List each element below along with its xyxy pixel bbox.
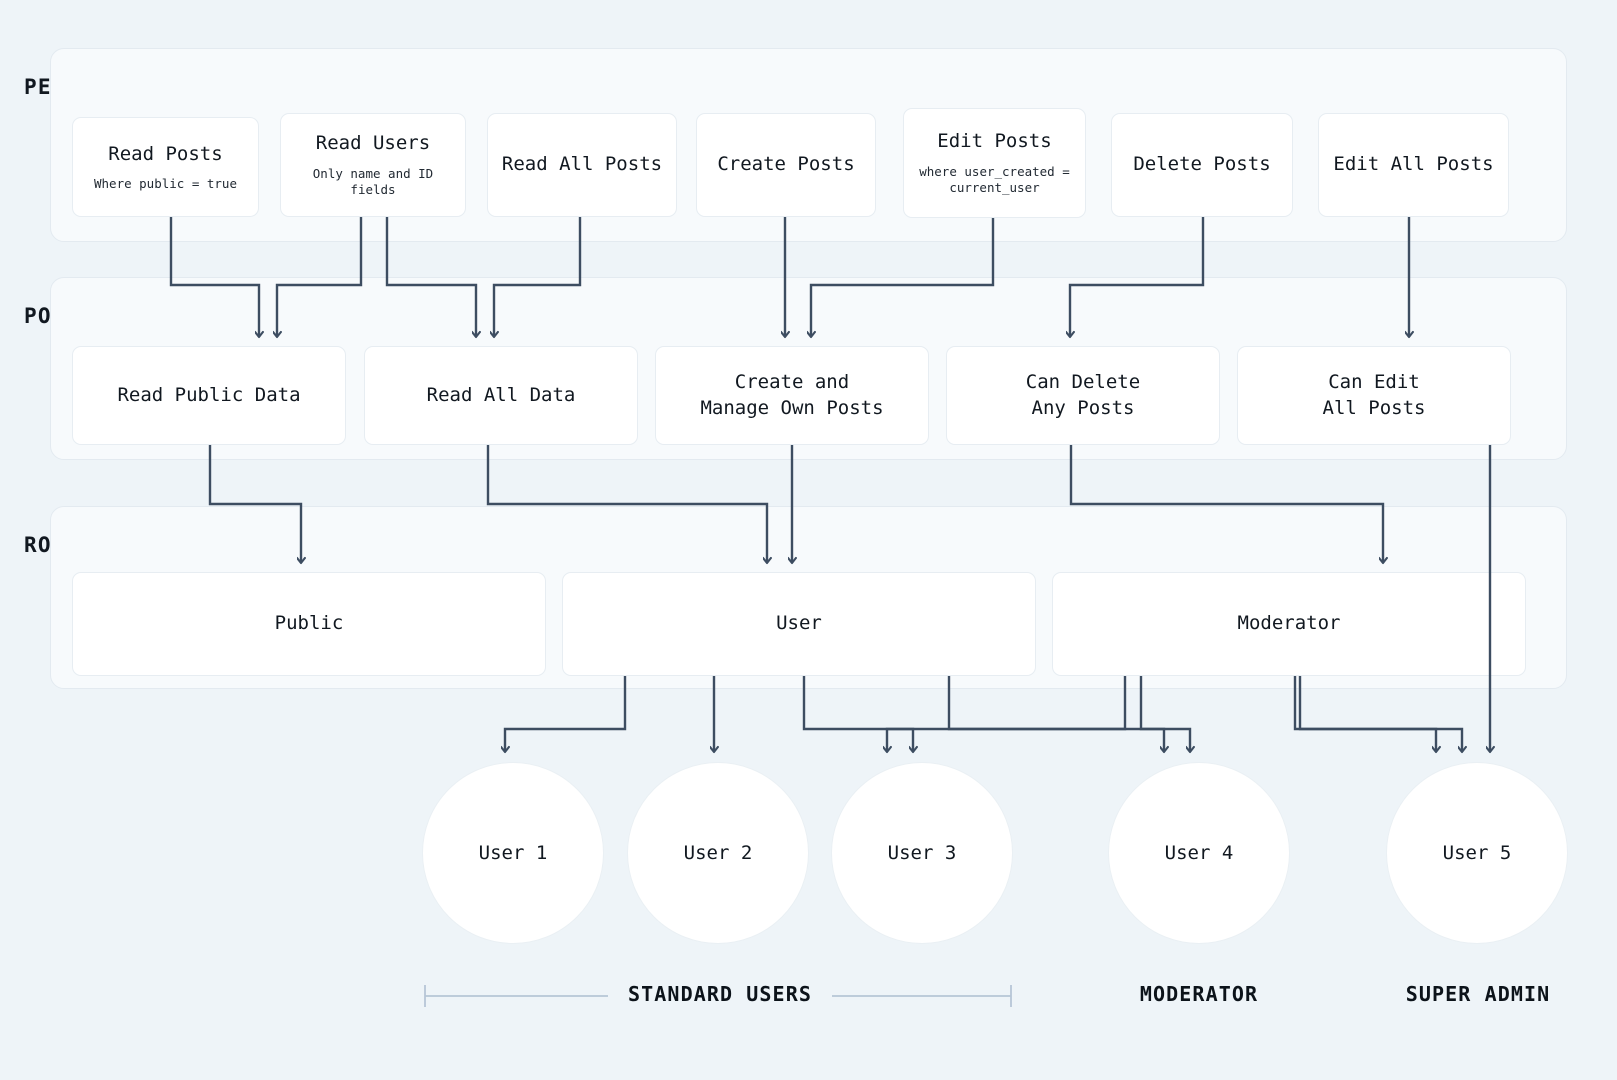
policy-node-can-edit-all-posts[interactable]: Can Edit All Posts <box>1237 346 1511 445</box>
permission-title: Read Posts <box>108 142 223 165</box>
role-node-user[interactable]: User <box>562 572 1036 676</box>
policy-title: Create and Manage Own Posts <box>700 370 884 419</box>
role-title: Public <box>274 612 344 635</box>
permission-node-read-all-posts[interactable]: Read All Posts <box>487 113 677 217</box>
permission-title: Delete Posts <box>1133 153 1271 176</box>
user-label: User 5 <box>1442 842 1512 864</box>
role-node-moderator[interactable]: Moderator <box>1052 572 1526 676</box>
user-label: User 3 <box>887 842 957 864</box>
user-circle-4[interactable]: User 4 <box>1108 762 1290 944</box>
user-circle-3[interactable]: User 3 <box>831 762 1013 944</box>
permission-title: Read All Posts <box>501 153 663 176</box>
user-label: User 1 <box>478 842 548 864</box>
group-label-super-admin: SUPER ADMIN <box>1405 982 1551 1006</box>
permission-title: Edit Posts <box>937 130 1052 153</box>
user-label: User 2 <box>683 842 753 864</box>
permission-node-edit-all-posts[interactable]: Edit All Posts <box>1318 113 1509 217</box>
role-node-public[interactable]: Public <box>72 572 546 676</box>
role-title: User <box>776 612 822 635</box>
permission-node-read-users[interactable]: Read Users Only name and ID fields <box>280 113 466 217</box>
policy-title: Read All Data <box>426 383 576 406</box>
role-title: Moderator <box>1237 612 1341 635</box>
permission-subtitle: Where public = true <box>94 176 237 192</box>
permission-node-read-posts[interactable]: Read Posts Where public = true <box>72 117 259 217</box>
permission-subtitle: where user_created = current_user <box>919 164 1070 196</box>
user-circle-2[interactable]: User 2 <box>627 762 809 944</box>
permission-title: Edit All Posts <box>1333 153 1494 176</box>
user-circle-1[interactable]: User 1 <box>422 762 604 944</box>
user-circle-5[interactable]: User 5 <box>1386 762 1568 944</box>
policy-title: Can Edit All Posts <box>1322 370 1426 419</box>
policy-node-can-delete-any-posts[interactable]: Can Delete Any Posts <box>946 346 1220 445</box>
policy-title: Can Delete Any Posts <box>1025 370 1141 419</box>
policy-node-create-manage-own-posts[interactable]: Create and Manage Own Posts <box>655 346 929 445</box>
user-label: User 4 <box>1164 842 1234 864</box>
permission-subtitle: Only name and ID fields <box>312 166 434 198</box>
policy-title: Read Public Data <box>117 383 301 406</box>
policy-node-read-public-data[interactable]: Read Public Data <box>72 346 346 445</box>
permission-node-create-posts[interactable]: Create Posts <box>696 113 876 217</box>
policy-node-read-all-data[interactable]: Read All Data <box>364 346 638 445</box>
group-label-moderator: MODERATOR <box>1139 982 1259 1006</box>
permission-title: Read Users <box>315 132 431 155</box>
permission-title: Create Posts <box>717 153 855 176</box>
group-label-standard-users: STANDARD USERS <box>628 982 812 1006</box>
permission-node-edit-posts[interactable]: Edit Posts where user_created = current_… <box>903 108 1086 218</box>
permission-node-delete-posts[interactable]: Delete Posts <box>1111 113 1293 217</box>
